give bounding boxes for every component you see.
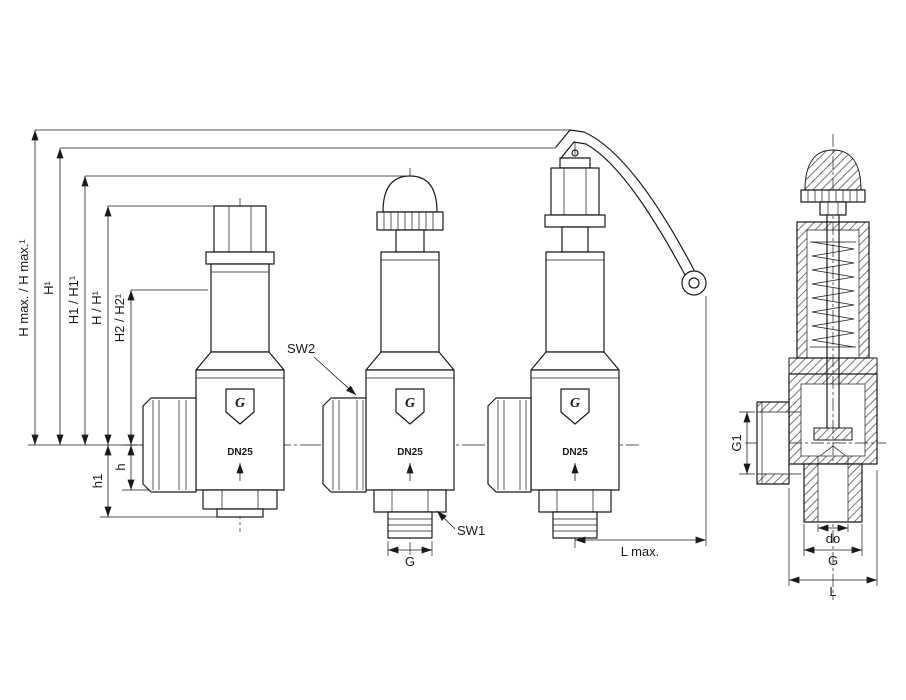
dim-label-h-max: H max. / H max.¹ <box>16 239 31 337</box>
dim-label-l-max: L max. <box>621 544 660 559</box>
height-dimension-lines: H max. / H max.¹ H¹ H1 / H1¹ H / H¹ H2 /… <box>16 129 571 518</box>
valve-view-lifting-lever: G DN25 L max. <box>472 129 707 559</box>
dim-label-g: G <box>405 554 415 569</box>
brand-shield-icon <box>560 388 590 425</box>
dim-label-g1: G1 <box>729 434 744 451</box>
dim-label-h-sup: H¹ <box>41 280 56 294</box>
dim-label-h-lower: h <box>113 463 128 470</box>
dim-label-h: H / H¹ <box>89 290 104 325</box>
sw2-leader-line <box>313 356 357 396</box>
dim-label-h1: H1 / H1¹ <box>66 275 81 324</box>
valve-view-cross-section: G1 do G L <box>729 134 886 600</box>
spring-coil <box>811 241 855 348</box>
dim-label-h2: H2 / H2¹ <box>112 293 127 342</box>
valve-view-hex-cap: G DN25 <box>124 198 308 532</box>
sw1-leader-line <box>436 510 456 530</box>
brand-shield-icon <box>225 388 255 425</box>
lifting-lever <box>555 129 707 296</box>
dim-label-g-right: G <box>828 553 838 568</box>
valve-view-knob-cap: G DN25 G SW2 SW1 <box>287 168 485 569</box>
brand-logo-letter: G <box>235 396 245 411</box>
callout-sw2: SW2 <box>287 341 315 356</box>
dim-label-l: L <box>829 584 836 599</box>
brand-logo-letter: G <box>405 396 415 411</box>
brand-logo-letter: G <box>570 396 580 411</box>
dim-label-do: do <box>826 531 840 546</box>
brand-shield-icon <box>395 388 425 425</box>
valve3-size-label: DN25 <box>562 447 588 458</box>
valve2-size-label: DN25 <box>397 447 423 458</box>
valve1-size-label: DN25 <box>227 447 253 458</box>
dim-label-h1-lower: h1 <box>90 474 105 488</box>
callout-sw1: SW1 <box>457 523 485 538</box>
